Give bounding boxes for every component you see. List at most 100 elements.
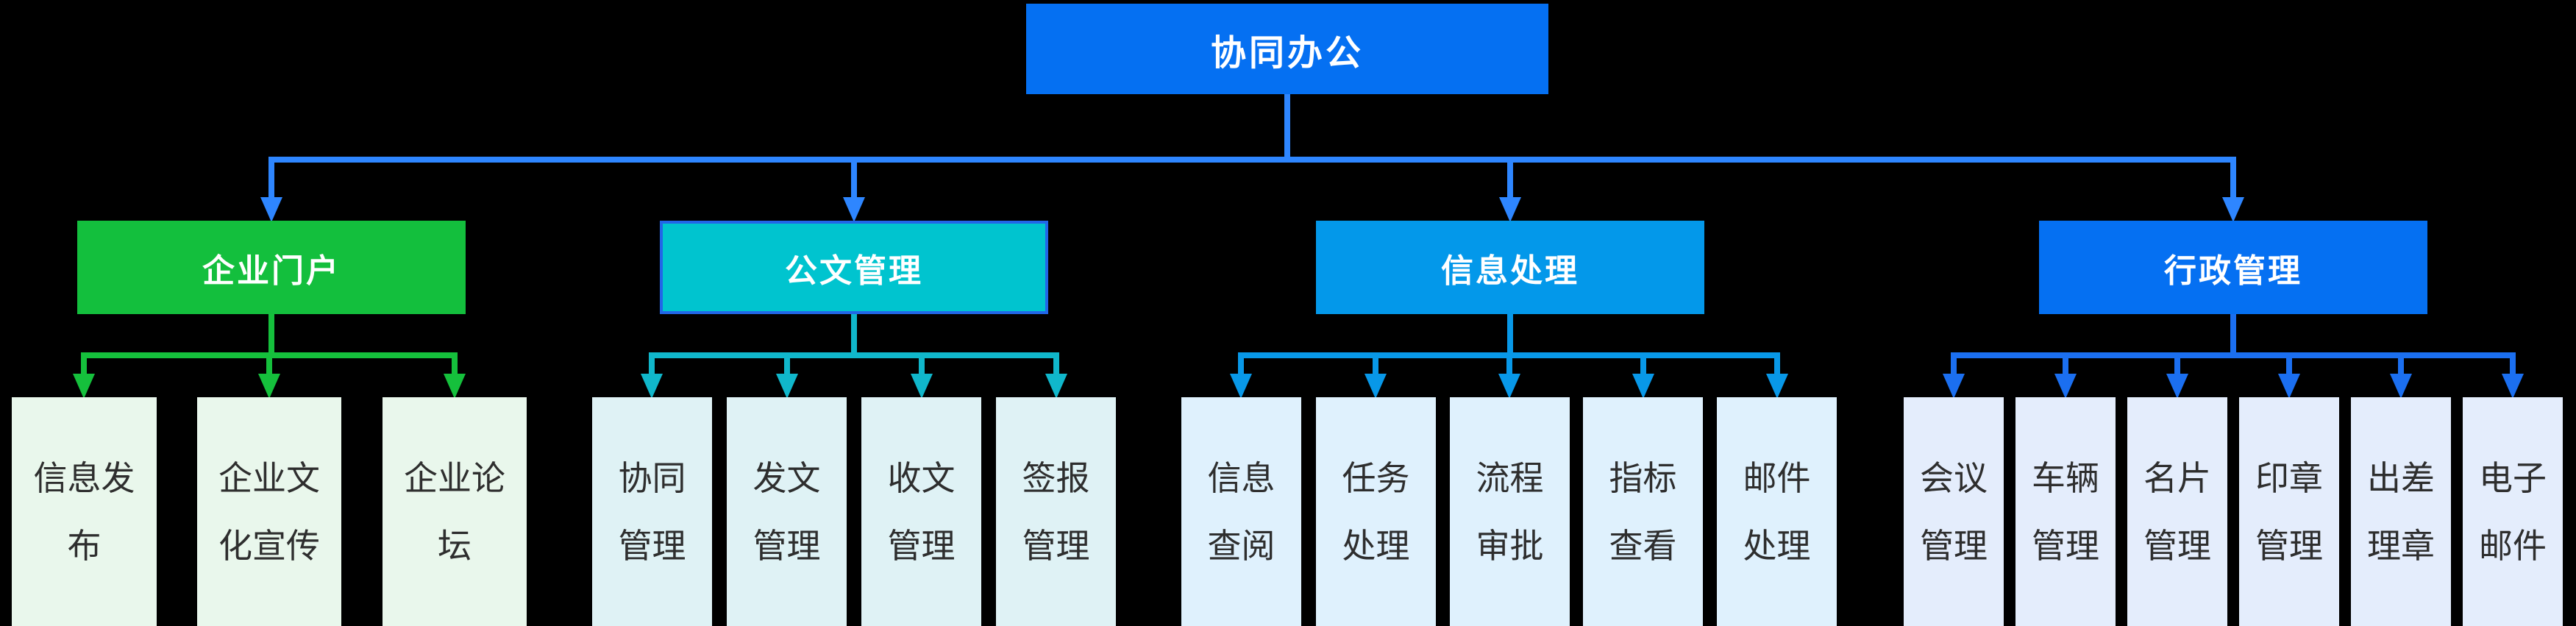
connector-drop-leaf [452, 358, 458, 377]
arrowhead-document [843, 197, 865, 222]
leaf-label-line: 管理 [2255, 526, 2323, 565]
connector-drop-leaf [2063, 358, 2068, 377]
arrowhead-leaf [1943, 374, 1965, 399]
leaf-label-line: 企业论 [404, 458, 505, 497]
leaf-label-line: 发文 [752, 458, 821, 497]
arrowhead-leaf [2390, 374, 2412, 399]
node-admin-management-label: 行政管理 [2164, 252, 2302, 289]
connector-drop-leaf [266, 358, 272, 377]
node-info-processing: 信息处理 [1316, 221, 1704, 314]
leaf-label-line: 电子 [2479, 458, 2547, 497]
node-incoming-doc-mgmt: 收文管理 [861, 397, 981, 626]
arrowhead-leaf [911, 374, 933, 399]
connector-admin-bus [1951, 352, 2516, 358]
leaf-label-line: 收文 [887, 458, 956, 497]
connector-document-stem [851, 314, 857, 355]
arrowhead-leaf [73, 374, 95, 399]
leaf-label-line: 坛 [438, 526, 472, 565]
node-business-card-mgmt: 名片管理 [2127, 397, 2227, 626]
connector-drop-admin [2230, 157, 2236, 199]
leaf-label-line: 管理 [1920, 526, 1988, 565]
connector-drop-leaf [1951, 358, 1957, 377]
leaf-label-line: 出差 [2367, 458, 2435, 497]
node-info-processing-label: 信息处理 [1441, 252, 1579, 289]
node-collaborative-office: 协同办公 [1026, 4, 1548, 94]
leaf-label-line: 信息 [1207, 458, 1275, 497]
leaf-label-line: 名片 [2143, 458, 2211, 497]
arrowhead-leaf [2278, 374, 2300, 399]
leaf-label-line: 会议 [1920, 458, 1988, 497]
connector-portal-bus [81, 352, 458, 358]
leaf-label-line: 企业文 [218, 458, 320, 497]
leaf-label-line: 签报 [1022, 458, 1090, 497]
connector-drop-leaf [1506, 358, 1512, 377]
arrowhead-leaf [1632, 374, 1654, 399]
arrowhead-leaf [641, 374, 663, 399]
node-collaborative-office-label: 协同办公 [1210, 33, 1364, 73]
arrowhead-leaf [1766, 374, 1788, 399]
node-workflow-approval: 流程审批 [1450, 397, 1570, 626]
leaf-label-line: 处理 [1342, 526, 1410, 565]
leaf-label-line: 信息发 [33, 458, 135, 497]
leaf-label-line: 理章 [2367, 526, 2435, 565]
arrowhead-leaf [1365, 374, 1387, 399]
connector-portal-stem [268, 314, 274, 355]
arrowhead-leaf [2502, 374, 2524, 399]
leaf-label-line: 邮件 [2479, 526, 2547, 565]
leaf-label-line: 管理 [2032, 526, 2099, 565]
connector-drop-leaf [81, 358, 87, 377]
leaf-label-line: 协同 [618, 458, 686, 497]
connector-drop-leaf [1640, 358, 1646, 377]
node-enterprise-forum: 企业论坛 [383, 397, 527, 626]
connector-drop-leaf [1238, 358, 1244, 377]
connector-drop-leaf [2286, 358, 2292, 377]
node-admin-management: 行政管理 [2039, 221, 2427, 314]
connector-drop-leaf [784, 358, 790, 377]
arrowhead-leaf [1498, 374, 1520, 399]
connector-drop-leaf [2398, 358, 2404, 377]
connector-drop-leaf [1774, 358, 1780, 377]
node-email: 电子邮件 [2463, 397, 2563, 626]
node-vehicle-mgmt: 车辆管理 [2015, 397, 2116, 626]
leaf-label-line: 指标 [1609, 458, 1677, 497]
arrowhead-leaf [776, 374, 798, 399]
leaf-label-line: 查阅 [1207, 526, 1275, 565]
node-info-review: 信息查阅 [1181, 397, 1301, 626]
leaf-label-line: 布 [67, 526, 102, 565]
node-seal-mgmt: 印章管理 [2239, 397, 2339, 626]
connector-drop-infoproc [1507, 157, 1513, 199]
arrowhead-leaf [1045, 374, 1067, 399]
connector-admin-stem [2230, 314, 2236, 355]
node-culture-promotion: 企业文化宣传 [197, 397, 341, 626]
leaf-label-line: 流程 [1476, 458, 1544, 497]
arrowhead-portal [260, 197, 282, 222]
arrowhead-leaf [2054, 374, 2077, 399]
leaf-label-line: 管理 [2143, 526, 2211, 565]
connector-drop-document [851, 157, 857, 199]
arrowhead-infoproc [1499, 197, 1521, 222]
connector-drop-portal [268, 157, 274, 199]
leaf-label-line: 管理 [618, 526, 686, 565]
leaf-label-line: 管理 [1022, 526, 1090, 565]
leaf-label-line: 印章 [2255, 458, 2323, 497]
node-enterprise-portal: 企业门户 [77, 221, 466, 314]
leaf-label-line: 审批 [1476, 526, 1544, 565]
connector-drop-leaf [2174, 358, 2180, 377]
node-outgoing-doc-mgmt: 发文管理 [727, 397, 847, 626]
connector-drop-leaf [2510, 358, 2516, 377]
node-mail-handling: 邮件处理 [1717, 397, 1837, 626]
node-indicator-view: 指标查看 [1583, 397, 1703, 626]
node-document-management: 公文管理 [660, 221, 1048, 314]
arrowhead-admin [2222, 197, 2244, 222]
connector-drop-leaf [1373, 358, 1378, 377]
node-enterprise-portal-label: 企业门户 [202, 252, 341, 289]
leaf-label-line: 邮件 [1743, 458, 1811, 497]
leaf-label-line: 管理 [752, 526, 821, 565]
leaf-label-line: 处理 [1743, 526, 1811, 565]
connector-top-bus [268, 157, 2236, 163]
node-document-management-label: 公文管理 [785, 252, 923, 289]
connector-root-stem [1284, 94, 1290, 160]
node-meeting-mgmt: 会议管理 [1904, 397, 2004, 626]
node-task-handling: 任务处理 [1316, 397, 1436, 626]
leaf-label-line: 车辆 [2032, 458, 2099, 497]
